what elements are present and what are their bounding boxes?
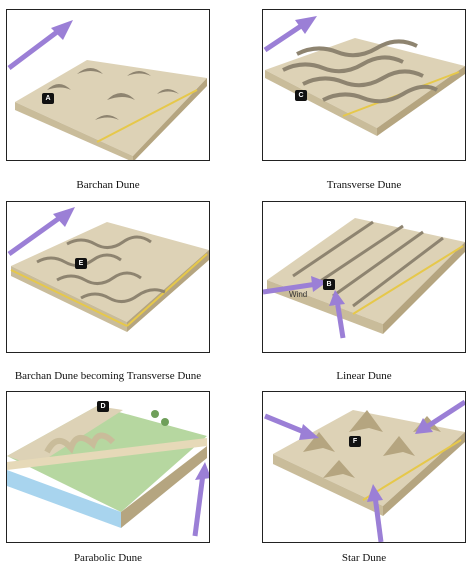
caption-barchan-becoming-transverse-dune: Barchan Dune becoming Transverse Dune <box>14 370 202 382</box>
panel-parabolic-dune: D <box>6 391 210 543</box>
wind-label: Wind <box>289 290 308 299</box>
parabolic-dune-illustration <box>7 406 209 537</box>
panel-linear-dune: B Wind <box>262 201 466 353</box>
dune-marker-a: A <box>42 93 54 104</box>
caption-linear-dune: Linear Dune <box>336 370 392 382</box>
dune-marker-d: D <box>97 401 109 412</box>
caption-transverse-dune: Transverse Dune <box>326 179 402 191</box>
dune-marker-f: F <box>349 436 361 447</box>
caption-barchan-dune: Barchan Dune <box>76 179 140 191</box>
barchan-becoming-transverse-dune-illustration <box>7 207 209 332</box>
dune-marker-e: E <box>75 258 87 269</box>
dune-marker-c: C <box>295 90 307 101</box>
caption-parabolic-dune: Parabolic Dune <box>73 552 143 564</box>
linear-dune-illustration <box>263 218 465 339</box>
caption-star-dune: Star Dune <box>341 552 387 564</box>
panel-barchan-becoming-transverse-dune: E <box>6 201 210 353</box>
transverse-dune-illustration <box>263 16 465 136</box>
barchan-dune-illustration <box>7 20 207 160</box>
panel-star-dune: F <box>262 391 466 543</box>
panel-barchan-dune: A <box>6 9 210 161</box>
dune-marker-b: B <box>323 279 335 290</box>
panel-transverse-dune: C <box>262 9 466 161</box>
star-dune-illustration <box>264 399 465 542</box>
